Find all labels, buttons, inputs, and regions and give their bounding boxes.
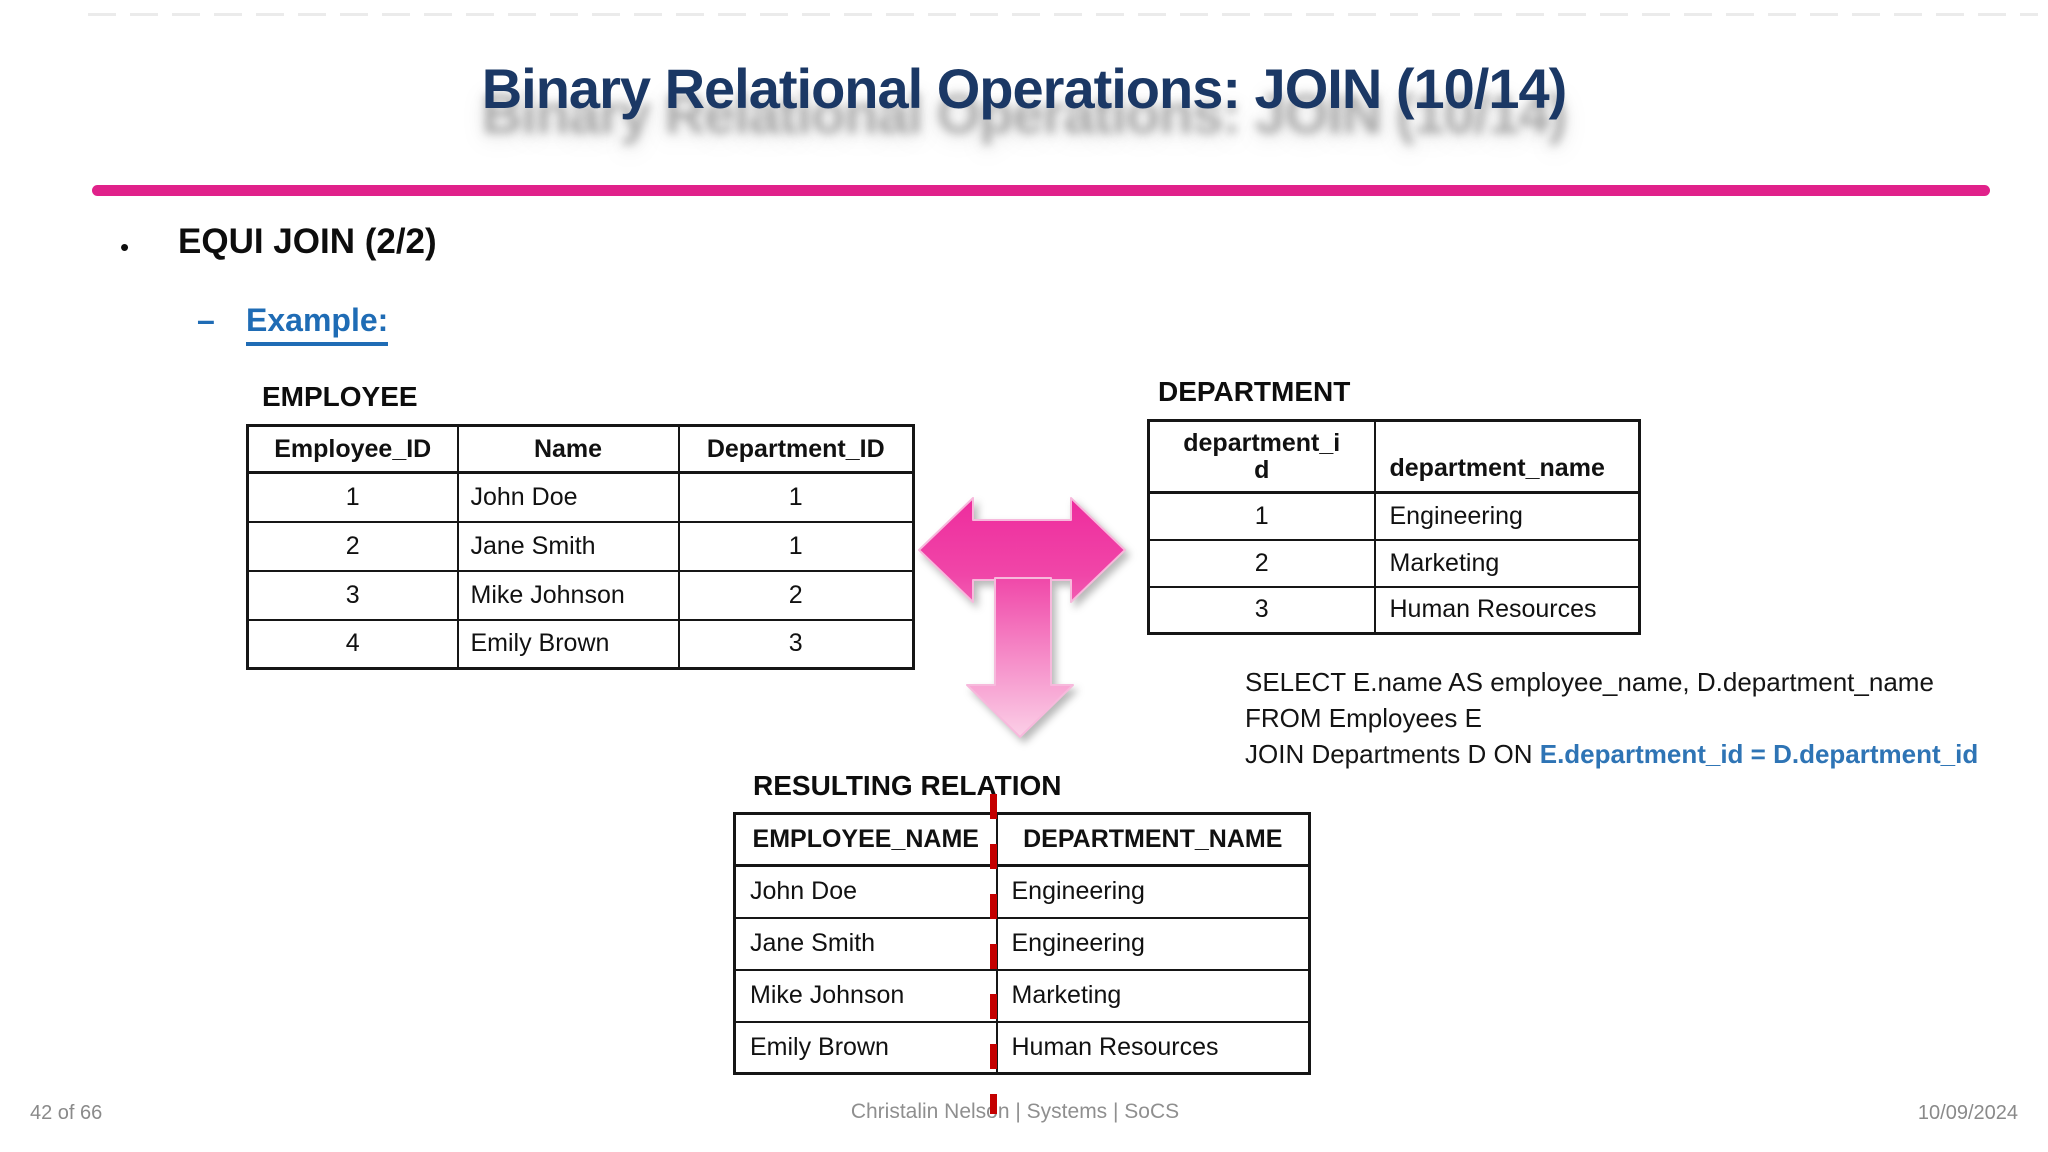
table-cell: John Doe — [733, 864, 998, 919]
table-cell: Jane Smith — [733, 916, 998, 971]
table-header-row: EMPLOYEE_NAME DEPARTMENT_NAME — [733, 812, 1311, 867]
table-cell: Mike Johnson — [733, 968, 998, 1023]
table-cell: 2 — [677, 569, 915, 621]
table-cell: 1 — [246, 471, 459, 523]
table-row: 3 Human Resources — [1147, 585, 1641, 635]
table-cell: Emily Brown — [456, 618, 680, 670]
sql-join-condition: E.department_id = D.department_id — [1539, 739, 1979, 769]
column-header: EMPLOYEE_NAME — [733, 812, 998, 867]
sql-line: JOIN Departments D ON E.department_id = … — [1245, 736, 1978, 772]
table-row: 1 Engineering — [1147, 491, 1641, 541]
table-cell: Human Resources — [1373, 585, 1641, 635]
table-cell: Emily Brown — [733, 1020, 998, 1075]
table-cell: Marketing — [1373, 538, 1641, 588]
column-header: Name — [456, 424, 680, 474]
table-cell: John Doe — [456, 471, 680, 523]
table-cell: 3 — [677, 618, 915, 670]
column-header: Department_ID — [677, 424, 915, 474]
table-row: John Doe Engineering — [733, 864, 1311, 919]
page-number: 42 of 66 — [30, 1102, 103, 1124]
column-header: DEPARTMENT_NAME — [995, 812, 1311, 867]
table-row: 3 Mike Johnson 2 — [246, 569, 915, 621]
table-cell: 2 — [1147, 538, 1376, 588]
column-header-text: department_id — [1183, 428, 1341, 484]
table-cell: Engineering — [995, 864, 1311, 919]
resulting-table-title: RESULTING RELATION — [753, 770, 1062, 801]
table-cell: Human Resources — [995, 1020, 1311, 1075]
table-cell: 3 — [246, 569, 459, 621]
table-cell: 1 — [677, 520, 915, 572]
column-header: Employee_ID — [246, 424, 459, 474]
table-cell: 3 — [1147, 585, 1376, 635]
table-header-row: department_id department_name — [1147, 419, 1641, 494]
resulting-relation-table: EMPLOYEE_NAME DEPARTMENT_NAME John Doe E… — [733, 812, 1311, 1075]
bullet-marker: • — [120, 232, 130, 262]
table-row: Mike Johnson Marketing — [733, 968, 1311, 1023]
employee-table: Employee_ID Name Department_ID 1 John Do… — [246, 424, 915, 670]
table-cell: Engineering — [1373, 491, 1641, 541]
sql-line: SELECT E.name AS employee_name, D.depart… — [1245, 667, 1934, 697]
table-header-row: Employee_ID Name Department_ID — [246, 424, 915, 474]
table-row: Jane Smith Engineering — [733, 916, 1311, 971]
employee-table-title: EMPLOYEE — [262, 381, 418, 412]
table-row: 4 Emily Brown 3 — [246, 618, 915, 670]
table-cell: Mike Johnson — [456, 569, 680, 621]
sql-query: SELECT E.name AS employee_name, D.depart… — [1245, 664, 1978, 772]
sub-bullet-dash: – — [197, 302, 215, 338]
column-header: department_name — [1373, 419, 1641, 494]
table-row: Emily Brown Human Resources — [733, 1020, 1311, 1075]
table-cell: Marketing — [995, 968, 1311, 1023]
department-table-title: DEPARTMENT — [1158, 376, 1351, 407]
bullet-heading: EQUI JOIN (2/2) — [178, 222, 437, 261]
table-row: 2 Jane Smith 1 — [246, 520, 915, 572]
join-divider-dashed-line — [990, 794, 997, 1114]
title-underline-rule — [92, 185, 1990, 196]
table-row: 1 John Doe 1 — [246, 471, 915, 523]
page-title: Binary Relational Operations: JOIN (10/1… — [481, 57, 1568, 120]
sql-join-prefix: JOIN Departments D ON — [1245, 739, 1540, 769]
table-cell: 1 — [1147, 491, 1376, 541]
example-heading: Example: — [246, 302, 389, 346]
column-header: department_id — [1147, 419, 1376, 494]
join-arrow-icon — [918, 497, 1126, 738]
table-cell: 4 — [246, 618, 459, 670]
top-dashed-line — [88, 13, 2038, 16]
table-cell: Jane Smith — [456, 520, 680, 572]
table-cell: 1 — [677, 471, 915, 523]
table-cell: 2 — [246, 520, 459, 572]
table-row: 2 Marketing — [1147, 538, 1641, 588]
sql-line: FROM Employees E — [1245, 703, 1482, 733]
department-table: department_id department_name 1 Engineer… — [1147, 419, 1641, 635]
footer-credit: Christalin Nelson | Systems | SoCS — [850, 1100, 1180, 1123]
date-stamp: 10/09/2024 — [1917, 1102, 2018, 1124]
table-cell: Engineering — [995, 916, 1311, 971]
